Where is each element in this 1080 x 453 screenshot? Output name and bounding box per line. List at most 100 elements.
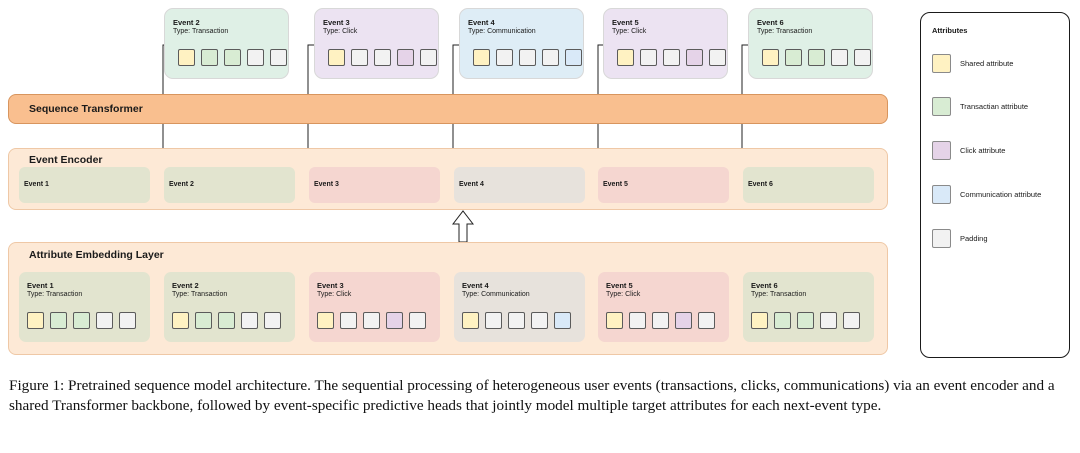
legend-item: Communication attribute: [932, 185, 1041, 204]
legend-item: Shared attribute: [932, 54, 1013, 73]
embedding-event-type: Type: Click: [317, 291, 352, 298]
output-event-title: Event 3: [323, 18, 350, 27]
embedding-attribute-transaction-square: [218, 312, 235, 329]
embedding-attribute-communication-square: [554, 312, 571, 329]
embedding-attribute-shared-square: [462, 312, 479, 329]
embedding-event-title: Event 6: [751, 281, 778, 290]
output-attribute-click-square: [397, 49, 414, 66]
embedding-attribute-squares: [462, 312, 571, 329]
embedding-event-type: Type: Communication: [462, 291, 530, 298]
figure-caption: Figure 1: Pretrained sequence model arch…: [9, 377, 1055, 414]
encoder-event-label: Event 3: [314, 181, 339, 188]
output-event-title: Event 5: [612, 18, 639, 27]
embedding-attribute-shared-square: [27, 312, 44, 329]
output-attribute-squares: [328, 49, 437, 66]
output-attribute-shared-square: [178, 49, 195, 66]
output-event-type: Type: Click: [612, 28, 647, 35]
encoder-event-box: Event 1: [19, 167, 150, 203]
embedding-attribute-transaction-square: [50, 312, 67, 329]
embedding-attribute-padding-square: [531, 312, 548, 329]
output-attribute-padding-square: [663, 49, 680, 66]
embedding-event-title: Event 5: [606, 281, 633, 290]
legend-label: Padding: [960, 234, 988, 243]
embedding-event-type: Type: Click: [606, 291, 641, 298]
output-attribute-padding-square: [542, 49, 559, 66]
embedding-attribute-squares: [172, 312, 281, 329]
output-event-type: Type: Click: [323, 28, 358, 35]
attribute-embedding-label: Attribute Embedding Layer: [29, 249, 164, 261]
embedding-attribute-padding-square: [820, 312, 837, 329]
output-attribute-click-square: [686, 49, 703, 66]
embedding-attribute-padding-square: [843, 312, 860, 329]
embedding-event-title: Event 1: [27, 281, 54, 290]
encoder-event-box: Event 2: [164, 167, 295, 203]
output-attribute-padding-square: [374, 49, 391, 66]
legend-label: Click attribute: [960, 146, 1006, 155]
embedding-attribute-padding-square: [340, 312, 357, 329]
output-attribute-squares: [617, 49, 726, 66]
legend-shared-swatch: [932, 54, 951, 73]
output-event-type: Type: Communication: [468, 28, 536, 35]
output-attribute-shared-square: [473, 49, 490, 66]
output-attribute-padding-square: [496, 49, 513, 66]
output-attribute-padding-square: [854, 49, 871, 66]
output-attribute-padding-square: [420, 49, 437, 66]
output-attribute-padding-square: [247, 49, 264, 66]
embedding-attribute-shared-square: [751, 312, 768, 329]
event-encoder-label: Event Encoder: [29, 154, 103, 166]
encoder-event-box: Event 6: [743, 167, 874, 203]
embedding-event-title: Event 2: [172, 281, 199, 290]
embedding-attribute-squares: [317, 312, 426, 329]
legend-padding-swatch: [932, 229, 951, 248]
embedding-attribute-shared-square: [172, 312, 189, 329]
legend-item: Transactian attribute: [932, 97, 1028, 116]
embedding-event-title: Event 4: [462, 281, 489, 290]
embedding-attribute-padding-square: [409, 312, 426, 329]
output-event-title: Event 2: [173, 18, 200, 27]
output-attribute-shared-square: [617, 49, 634, 66]
encoder-event-label: Event 1: [24, 181, 49, 188]
encoder-event-label: Event 2: [169, 181, 194, 188]
sequence-transformer-bar: Sequence Transformer: [8, 94, 888, 124]
legend-transaction-swatch: [932, 97, 951, 116]
embedding-attribute-click-square: [675, 312, 692, 329]
sequence-transformer-label: Sequence Transformer: [29, 103, 143, 115]
output-attribute-squares: [762, 49, 871, 66]
embedding-attribute-transaction-square: [797, 312, 814, 329]
embedding-event-title: Event 3: [317, 281, 344, 290]
embedding-attribute-squares: [606, 312, 715, 329]
embedding-attribute-shared-square: [317, 312, 334, 329]
embedding-attribute-click-square: [386, 312, 403, 329]
encoder-event-label: Event 4: [459, 181, 484, 188]
output-attribute-padding-square: [351, 49, 368, 66]
embedding-attribute-padding-square: [363, 312, 380, 329]
output-attribute-transaction-square: [224, 49, 241, 66]
encoder-event-label: Event 5: [603, 181, 628, 188]
embedding-attribute-padding-square: [241, 312, 258, 329]
output-attribute-padding-square: [270, 49, 287, 66]
embedding-attribute-padding-square: [264, 312, 281, 329]
embedding-attribute-padding-square: [652, 312, 669, 329]
attribute-embedding-panel: Attribute Embedding Layer: [8, 242, 888, 355]
encoder-event-box: Event 4: [454, 167, 585, 203]
output-event-title: Event 6: [757, 18, 784, 27]
output-event-title: Event 4: [468, 18, 495, 27]
output-attribute-padding-square: [709, 49, 726, 66]
